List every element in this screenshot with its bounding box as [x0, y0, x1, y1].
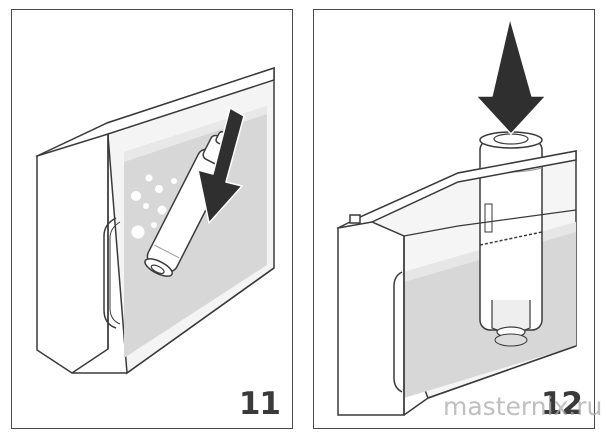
step-11-panel: 11 — [11, 9, 293, 429]
watermark: masternix.ru — [443, 392, 603, 421]
tank-clip — [349, 214, 361, 224]
water — [124, 106, 267, 358]
arrow-down-icon — [475, 17, 547, 135]
container-front-face — [36, 132, 109, 374]
container-bottom-edge — [72, 267, 275, 374]
arrow-down-icon — [197, 107, 245, 224]
step-number: 12 — [540, 386, 583, 422]
insertion-illustration — [336, 17, 577, 416]
filter-cartridge — [479, 131, 543, 347]
step-number: 11 — [238, 386, 281, 422]
container-handle — [103, 217, 117, 329]
tank-handle — [393, 271, 403, 393]
air-bubbles — [131, 174, 185, 239]
soaking-illustration — [35, 66, 275, 375]
step-12-panel: 12 — [313, 9, 595, 429]
tank-side-edges — [403, 209, 577, 237]
